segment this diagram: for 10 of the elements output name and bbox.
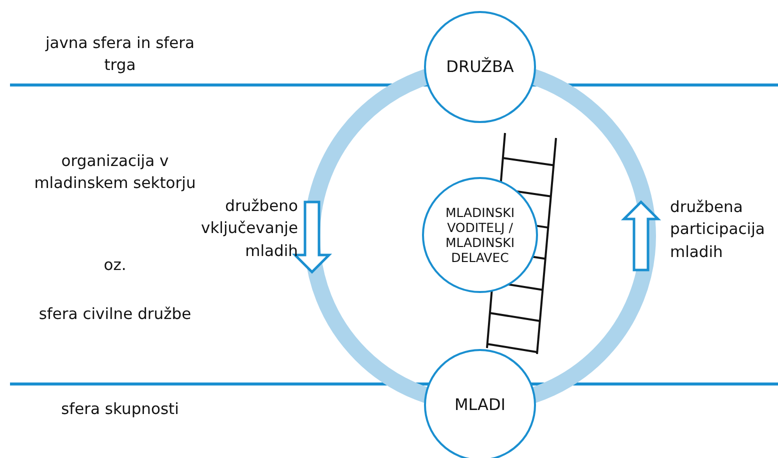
region-label: organizacija v mladinskem sektorju [33, 151, 197, 194]
society-circle: DRUŽBA [424, 11, 536, 123]
region-label: oz. [102, 255, 128, 276]
region-label: družbena participacija mladih [670, 197, 766, 263]
region-label: javna sfera in sfera trga [44, 33, 196, 76]
region-label: družbeno vključevanje mladih [200, 196, 298, 262]
region-label: sfera civilne družbe [38, 304, 192, 325]
youth-worker-circle: MLADINSKI VODITELJ / MLADINSKI DELAVEC [422, 177, 538, 293]
youth-circle: MLADI [424, 349, 536, 458]
region-label: sfera skupnosti [60, 399, 180, 420]
